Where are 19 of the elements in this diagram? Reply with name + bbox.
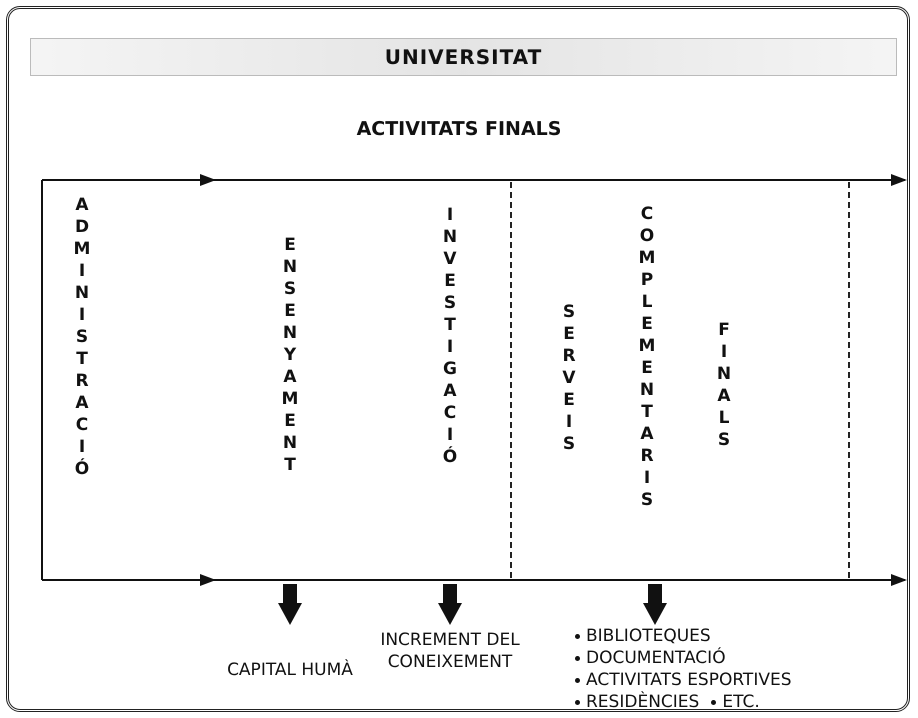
vertical-label: INVESTIGACIÓ: [440, 205, 460, 471]
list-item: ETC.: [722, 692, 760, 712]
list-item: DOCUMENTACIÓ: [586, 648, 726, 668]
list-item: RESIDÈNCIES: [586, 692, 700, 712]
section-heading: ACTIVITATS FINALS: [356, 118, 562, 140]
arrow: [643, 584, 667, 625]
title-band: UNIVERSITAT: [30, 38, 897, 76]
vertical-label: COMPLEMENTARIS: [637, 204, 657, 512]
list-item: ACTIVITATS ESPORTIVES: [586, 670, 792, 690]
vertical-label: ADMINISTRACIÓ: [72, 195, 92, 483]
dashed-panel: [510, 182, 850, 578]
arrow: [278, 584, 302, 625]
output-label: INCREMENT DEL CONEIXEMENT: [379, 629, 521, 673]
vertical-label: SERVEIS: [559, 302, 579, 456]
vertical-label: FINALS: [714, 320, 734, 452]
output-label: CAPITAL HUMÀ: [226, 659, 354, 681]
vertical-label: ENSENYAMENT: [280, 235, 300, 479]
list-item: BIBLIOTEQUES: [586, 626, 711, 646]
arrow: [438, 584, 462, 625]
